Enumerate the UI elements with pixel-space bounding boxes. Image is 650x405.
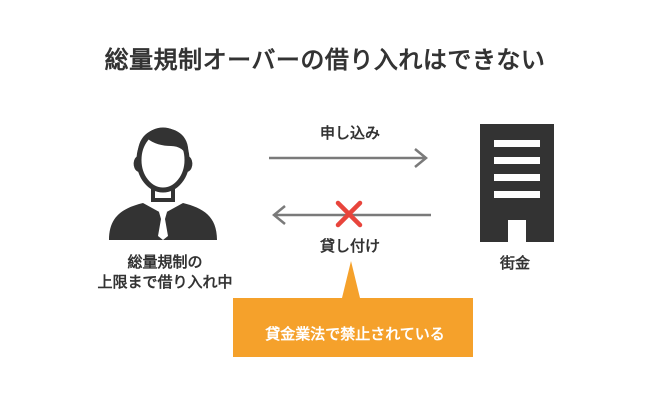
cross-icon <box>335 200 363 228</box>
apply-label: 申し込み <box>319 124 380 142</box>
apply-arrow <box>269 148 428 168</box>
borrower-label-line2: 上限まで借り入れ中 <box>97 273 233 291</box>
callout-text: 貸金業法で禁止されている <box>265 325 445 343</box>
lend-label: 貸し付け <box>319 237 380 255</box>
businessman-icon <box>109 127 217 240</box>
borrower-label-line1: 総量規制の <box>127 253 203 271</box>
lender-label: 街金 <box>499 254 530 272</box>
building-icon <box>480 124 554 242</box>
borrower-label: 総量規制の 上限まで借り入れ中 <box>60 252 270 292</box>
diagram-title: 総量規制オーバーの借り入れはできない <box>104 46 546 74</box>
